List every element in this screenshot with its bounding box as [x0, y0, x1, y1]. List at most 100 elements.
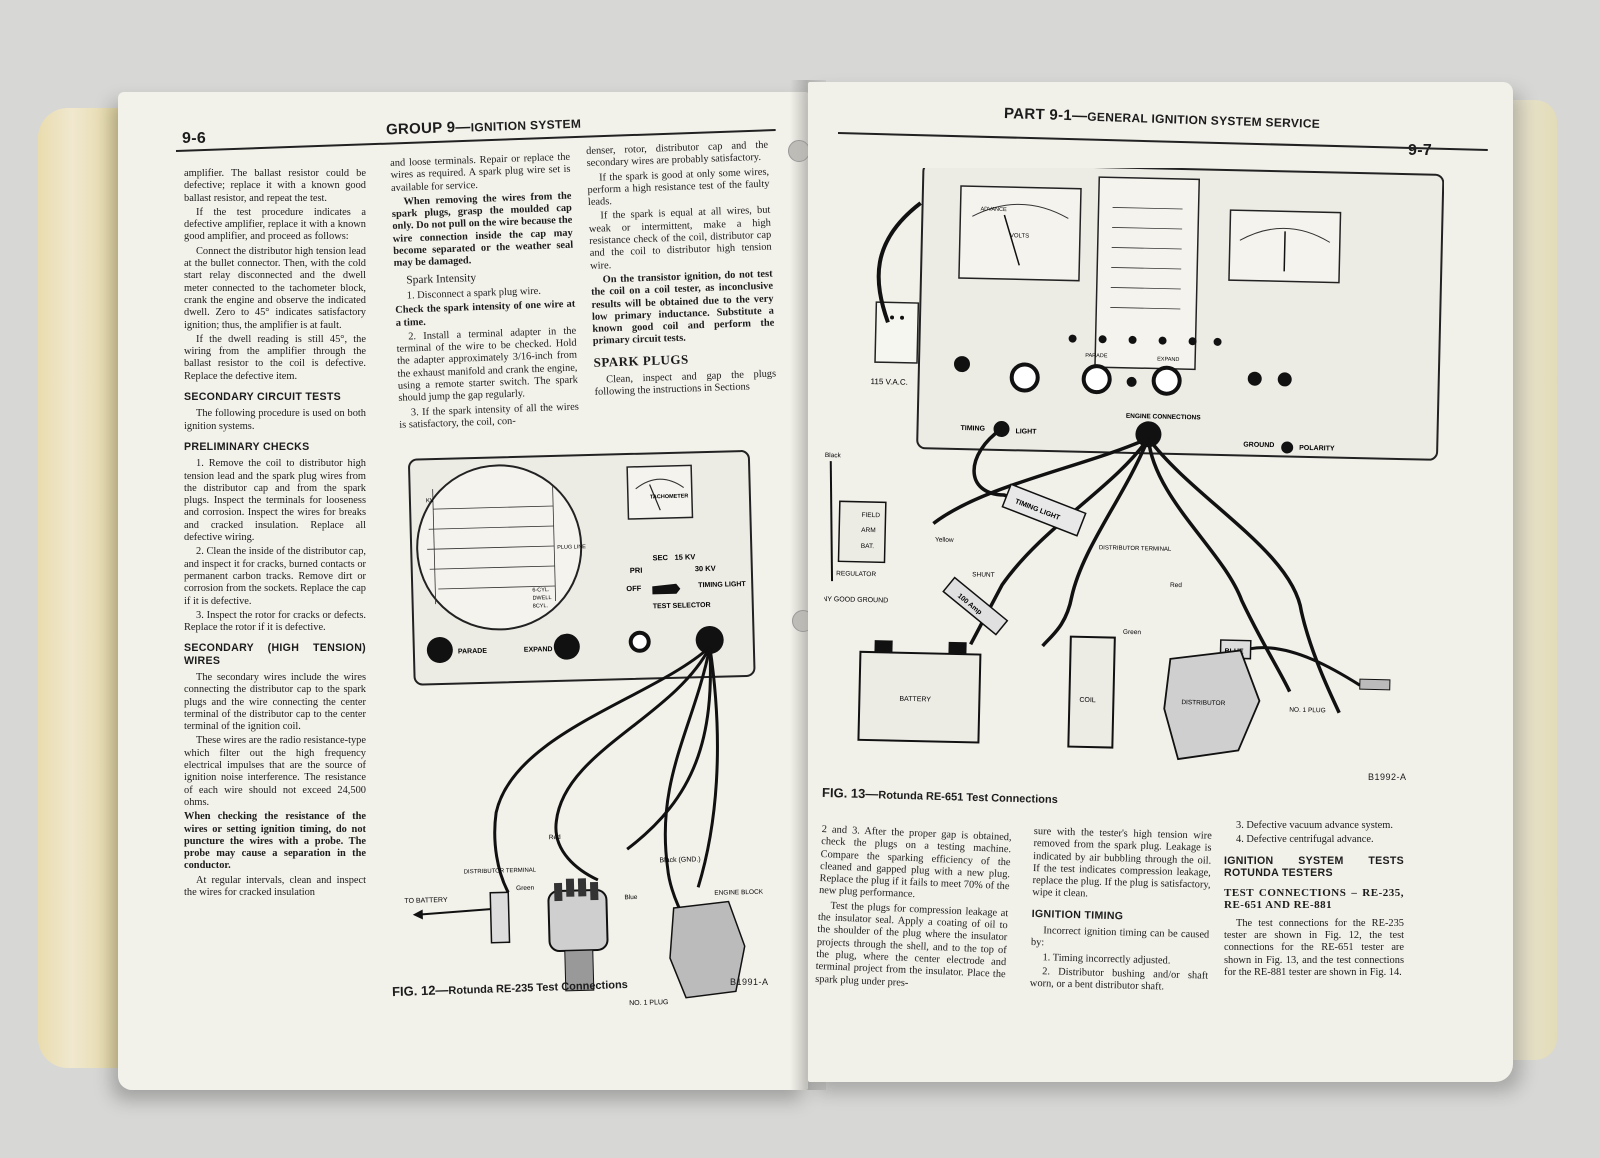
left-page-stack-edge	[38, 108, 124, 1068]
distributor-cap	[547, 878, 609, 992]
figure-13-code: B1992-A	[1368, 772, 1407, 782]
paragraph: amplifier. The ballast resistor could be…	[184, 168, 366, 204]
bat-label: BAT.	[861, 543, 875, 550]
distributor-651	[1163, 649, 1261, 761]
selector-knob	[652, 583, 681, 595]
paragraph: If the dwell reading is still 45°, the w…	[184, 333, 366, 382]
red-wire-label: Red	[549, 834, 561, 841]
figure-12-code: B1991-A	[730, 977, 769, 987]
engine-block-shape	[669, 900, 746, 999]
warning-paragraph: Check the spark intensity of one wire at…	[395, 298, 576, 329]
paragraph: If the spark is good at only some wires,…	[587, 166, 770, 209]
no1-plug-label-651: NO. 1 PLUG	[1289, 707, 1326, 715]
paragraph: 3. Inspect the rotor for cracks or defec…	[184, 609, 366, 634]
paragraph: These wires are the radio resistance-typ…	[184, 735, 366, 808]
left-column-2: and loose terminals. Repair or replace t…	[390, 152, 580, 434]
paragraph: The following procedure is used on both …	[184, 408, 366, 432]
expand-label-651: EXPAND	[1157, 356, 1179, 363]
right-page-stack-edge	[1505, 100, 1557, 1060]
scope-screen-651	[1094, 176, 1201, 371]
paragraph: denser, rotor, distributor cap and the s…	[586, 139, 769, 170]
paragraph: 4. Defective centrifugal advance.	[1236, 834, 1374, 846]
expand-knob	[553, 633, 580, 660]
test-selector-label: TEST SELECTOR	[653, 602, 711, 611]
section-heading: IGNITION SYSTEM TESTS ROTUNDA TESTERS	[1224, 854, 1404, 879]
figure-13-diagram: ADVANCE VOLTS	[824, 168, 1444, 761]
shunt-label: SHUNT	[972, 571, 995, 579]
expand-knob-651	[1151, 365, 1182, 396]
off-label: OFF	[626, 584, 642, 593]
shunt: 100 Amp	[942, 576, 1009, 636]
blue-wire-label: Blue	[624, 894, 638, 901]
field-label: FIELD	[861, 512, 880, 519]
plug-line-label: PLUG LINE	[557, 544, 586, 551]
section-heading: SECONDARY (HIGH TENSION) WIRES	[184, 642, 366, 667]
paragraph: At regular intervals, clean and inspect …	[184, 874, 366, 899]
any-good-ground-label: ANY GOOD GROUND	[824, 596, 888, 605]
paragraph: Test the plugs for compression leakage a…	[814, 900, 1009, 989]
dwell-label: DWELL	[532, 595, 551, 601]
warning-paragraph: On the transistor ignition, do not test …	[590, 268, 775, 348]
right-column-1: 2 and 3. After the proper gap is obtaine…	[815, 824, 1012, 996]
warning-paragraph: When removing the wires from the spark p…	[391, 190, 574, 270]
paragraph: The test connections for the RE-235 test…	[1224, 917, 1404, 978]
coil-651	[1067, 635, 1116, 749]
group-header: GROUP 9—IGNITION SYSTEM	[385, 116, 582, 139]
jack	[628, 630, 651, 653]
parade-label-651: PARADE	[1085, 353, 1108, 360]
page-number-right: 9-7	[1408, 142, 1433, 159]
engine-connections-label: ENGINE CONNECTIONS	[1126, 413, 1202, 422]
battery	[857, 650, 982, 744]
expand-label: EXPAND	[524, 646, 553, 654]
regulator-label: REGULATOR	[836, 570, 876, 578]
six-cyl-label: 6-CYL.	[532, 587, 550, 593]
right-column-3: 3. Defective vacuum advance system. 4. D…	[1224, 820, 1404, 981]
battery-label: BATTERY	[899, 696, 931, 704]
right-column-2: sure with the tester's high tension wire…	[1030, 826, 1212, 997]
ground-label: GROUND	[1243, 441, 1274, 449]
volts-label: VOLTS	[1010, 233, 1029, 239]
green-wire-label-651: Green	[1123, 629, 1142, 636]
coil	[489, 891, 511, 944]
paragraph: The secondary wires include the wires co…	[184, 671, 366, 733]
distributor-label: DISTRIBUTOR	[1181, 699, 1225, 707]
black-gnd-label: Black (GND.)	[659, 856, 700, 864]
black-wire-label: Black	[825, 452, 842, 459]
right-page: PART 9-1—GENERAL IGNITION SYSTEM SERVICE…	[808, 82, 1513, 1082]
distributor-terminal-label: DISTRIBUTOR TERMINAL	[464, 868, 537, 876]
left-column-1: amplifier. The ballast resistor could be…	[184, 168, 366, 901]
paragraph: 1. Remove the coil to distributor high t…	[184, 458, 366, 544]
page-number-left: 9-6	[182, 130, 207, 147]
part-header: PART 9-1—GENERAL IGNITION SYSTEM SERVICE	[1003, 105, 1321, 131]
subheading: Spark Intensity	[406, 271, 477, 287]
section-heading: SPARK PLUGS	[593, 351, 689, 370]
header-rule-right	[837, 132, 1488, 152]
tachometer-label: TACHOMETER	[650, 493, 689, 500]
paragraph: Clean, inspect and gap the plugs followi…	[594, 368, 777, 399]
light-label: LIGHT	[1015, 428, 1037, 435]
sec-label: SEC	[652, 553, 668, 562]
distributor-terminal-label-651: DISTRIBUTOR TERMINAL	[1099, 545, 1172, 553]
section-heading: SECONDARY CIRCUIT TESTS	[184, 391, 341, 404]
paragraph: and loose terminals. Repair or replace t…	[390, 151, 571, 194]
red-wire-label-651: Red	[1170, 582, 1182, 589]
kv-label: KV	[426, 498, 434, 504]
figure-12-diagram: KV PLUG LINE 6-CYL. DWELL 8CYL. TACHOMET…	[404, 450, 764, 1007]
paragraph: 2. Distributor bushing and/or shaft worn…	[1029, 966, 1209, 993]
timing-light-tool: TIMING LIGHT	[1001, 483, 1087, 537]
arm-label: ARM	[861, 527, 876, 534]
advance-label: ADVANCE	[980, 206, 1007, 213]
paragraph: sure with the tester's high tension wire…	[1032, 826, 1212, 900]
parade-knob	[426, 637, 453, 664]
voltage-regulator	[837, 500, 887, 564]
timing-light-label: TIMING LIGHT	[698, 581, 746, 589]
engine-block-label: ENGINE BLOCK	[714, 889, 764, 897]
warning-paragraph: When checking the resistance of the wire…	[184, 811, 366, 872]
wall-outlet	[874, 301, 920, 364]
paragraph: 3. If the spark intensity of all the wir…	[399, 401, 579, 431]
left-page: 9-6 GROUP 9—IGNITION SYSTEM amplifier. T…	[118, 92, 808, 1090]
kv30-label: 30 KV	[695, 564, 716, 574]
tachometer-meter	[626, 464, 694, 520]
paragraph: Incorrect ignition timing can be caused …	[1030, 925, 1210, 949]
